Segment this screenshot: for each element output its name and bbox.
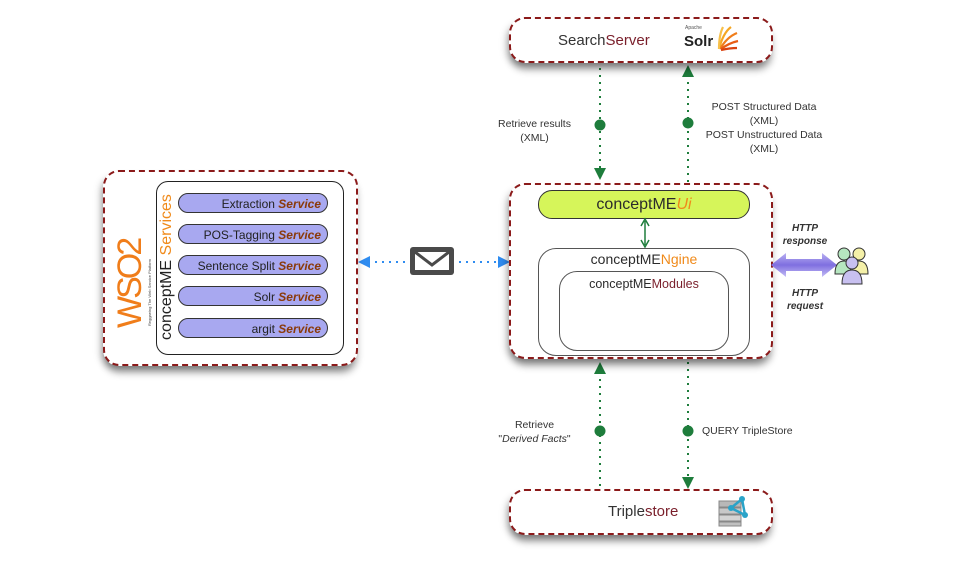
service-suffix: Service	[278, 322, 321, 336]
service-suffix: Service	[278, 228, 321, 242]
post-structured-format: (XML)	[749, 115, 779, 127]
services-title: conceptME Services	[158, 182, 180, 352]
solr-sun-icon	[717, 26, 739, 52]
sentence-split-service[interactable]: Sentence Split Service	[178, 255, 328, 275]
search-server-title-part1: Search	[558, 32, 606, 49]
ngine-title-part2: Ngine	[660, 251, 698, 267]
arrow-down-icon	[594, 168, 606, 180]
http-response-label: HTTP response	[778, 222, 832, 248]
argit-service[interactable]: argit Service	[178, 318, 328, 338]
post-unstructured-format: (XML)	[749, 143, 779, 155]
retrieve-results-connector	[594, 68, 606, 180]
search-server-title: SearchServer	[558, 32, 650, 49]
http-response-line1: HTTP	[791, 223, 819, 234]
solr-logo-apache: Apache	[685, 25, 702, 31]
arrow-up-icon	[594, 362, 606, 374]
solr-logo-text: Solr	[684, 33, 714, 50]
triplestore-title-part2: store	[644, 503, 679, 520]
conceptme-ngine: conceptMENgine conceptMEModules	[538, 248, 750, 356]
retrieve-derived-facts-connector	[594, 362, 606, 490]
ui-title-part1: conceptME	[596, 196, 677, 213]
services-title-part1: conceptME	[158, 259, 175, 340]
ui-title-part2: Ui	[676, 196, 692, 213]
retrieve-derived-facts-label: Retrieve "Derived Facts"	[487, 418, 582, 446]
post-unstructured-label: POST Unstructured Data	[705, 129, 823, 141]
solr-service[interactable]: Solr Service	[178, 286, 328, 306]
arrow-down-icon	[682, 477, 694, 489]
triplestore-title-part1: Triple	[608, 503, 645, 520]
ui-ngine-link	[640, 217, 650, 249]
arrow-down-icon	[640, 239, 650, 249]
users-icon	[833, 244, 871, 290]
extraction-service[interactable]: Extraction Service	[178, 193, 328, 213]
http-request-line2: request	[786, 301, 824, 312]
modules-title-part2: Modules	[651, 277, 699, 291]
http-response-line2: response	[782, 236, 828, 247]
wso2-logo-text: WSO2	[111, 239, 149, 328]
service-name: Sentence Split	[197, 259, 275, 273]
pos-tagging-service[interactable]: POS-Tagging Service	[178, 224, 328, 244]
envelope-icon	[410, 247, 454, 275]
service-name: Extraction	[221, 197, 275, 211]
message-connector	[358, 256, 510, 268]
service-name: Solr	[253, 290, 275, 304]
derived-facts-text: Derived Facts	[502, 433, 567, 445]
query-triplestore-label: QUERY TripleStore	[702, 425, 793, 437]
retrieve-results-line1: Retrieve results	[498, 118, 571, 130]
service-suffix: Service	[278, 197, 321, 211]
query-triplestore-connector	[682, 362, 694, 489]
connector-dot	[594, 119, 606, 131]
solr-logo: Apache Solr	[683, 23, 739, 55]
http-request-label: HTTP request	[778, 287, 832, 313]
services-title-part2: Services	[158, 194, 175, 256]
http-request-line1: HTTP	[791, 288, 819, 299]
database-graph-icon	[718, 495, 752, 527]
retrieve-derived-line1: Retrieve	[514, 419, 555, 431]
retrieve-results-label: Retrieve results (XML)	[487, 117, 582, 145]
post-data-connector	[682, 65, 694, 182]
wso2-logo-tagline: Reggaeing The Web Service Platform	[147, 259, 152, 326]
service-name: argit	[251, 322, 275, 336]
service-suffix: Service	[278, 259, 321, 273]
connector-dot	[594, 425, 606, 437]
modules-title: conceptMEModules	[560, 277, 728, 291]
connector-dot	[682, 117, 694, 129]
wso2-logo: WSO2 Reggaeing The Web Service Platform	[111, 208, 152, 328]
connector-dot	[682, 425, 694, 437]
ngine-title-part1: conceptME	[590, 251, 661, 267]
arrow-up-icon	[682, 65, 694, 77]
retrieve-derived-line2: "Derived Facts"	[498, 433, 571, 445]
post-structured-label: POST Structured Data	[711, 101, 817, 113]
conceptme-core-box: conceptMEUi conceptMENgine conceptMEModu…	[509, 183, 773, 359]
service-suffix: Service	[278, 290, 321, 304]
conceptme-modules: conceptMEModules	[559, 271, 729, 351]
search-server-box: SearchServer Apache Solr	[509, 17, 773, 63]
search-server-title-part2: Server	[605, 32, 650, 49]
triplestore-title: Triplestore	[608, 503, 678, 520]
ngine-title: conceptMENgine	[539, 251, 749, 267]
arrow-up-icon	[640, 217, 650, 227]
arrow-right-icon	[498, 256, 510, 268]
triplestore-box: Triplestore	[509, 489, 773, 535]
retrieve-results-line2: (XML)	[520, 132, 549, 144]
arrow-left-icon	[358, 256, 370, 268]
post-data-label: POST Structured Data (XML) POST Unstruct…	[694, 100, 834, 156]
conceptme-ui[interactable]: conceptMEUi	[538, 190, 750, 219]
service-name: POS-Tagging	[203, 228, 275, 242]
modules-title-part1: conceptME	[589, 277, 652, 291]
